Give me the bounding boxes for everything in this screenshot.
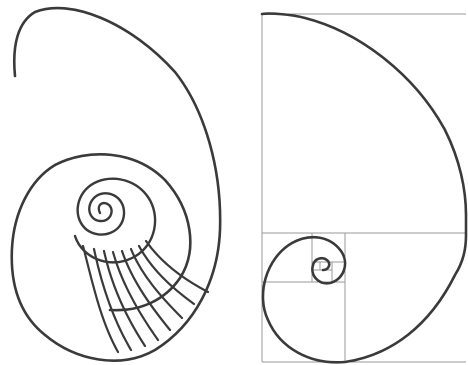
golden-rectangle-spiral [262,14,466,363]
shell-inner-whorl [55,154,190,310]
nautilus-shell-drawing [12,8,220,361]
golden-rectangle-grid [262,14,466,362]
shell-rib [146,241,208,292]
shell-center-spiral [75,179,155,263]
shell-outer-outline [12,8,220,361]
shell-rib [94,249,131,350]
shell-rib [139,246,194,304]
golden-spiral-curve [262,14,466,363]
